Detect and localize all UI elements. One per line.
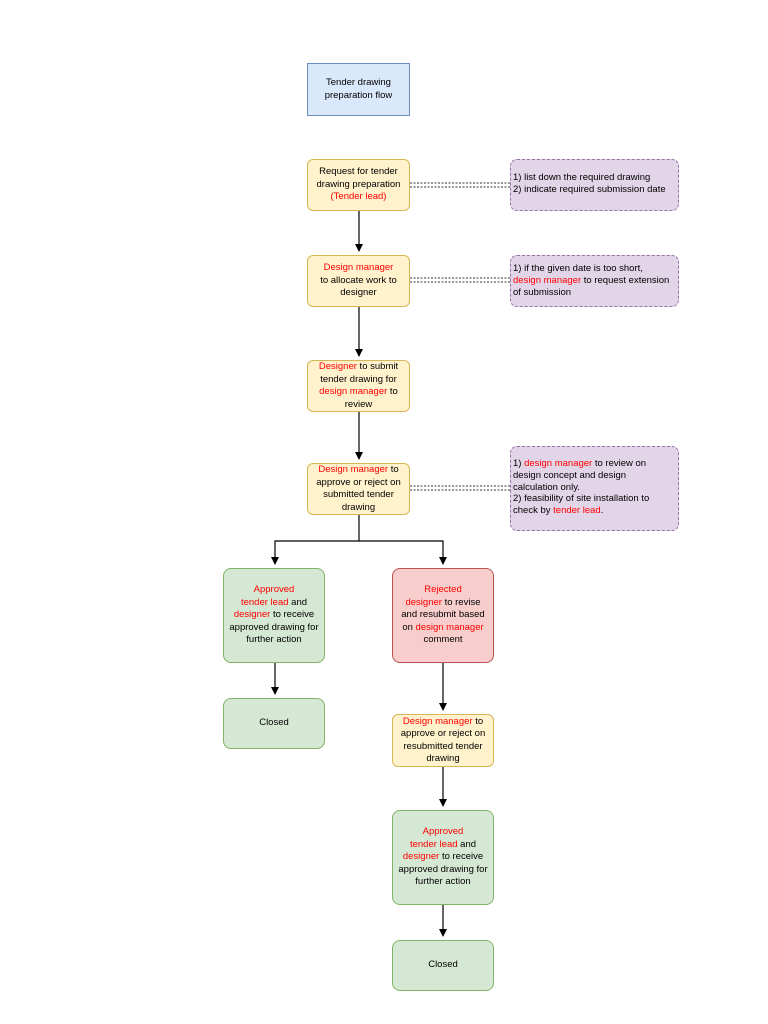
role-highlight: designer <box>405 596 442 608</box>
closed-label: Closed <box>428 959 458 971</box>
note-text: 2) feasibility of site installation to <box>513 493 650 505</box>
step-text: drawing preparation <box>316 178 401 190</box>
step-text: on <box>402 621 416 633</box>
step-text: drawing <box>341 501 376 513</box>
role-highlight: design manager <box>513 274 582 286</box>
note-text: 1) <box>513 458 525 469</box>
role-highlight: design manager <box>319 386 388 397</box>
branch-connector-right <box>359 540 447 565</box>
note-text: 1) list down the required drawing <box>513 172 651 183</box>
step-text: further action <box>415 876 471 888</box>
role-highlight: designer <box>233 609 271 621</box>
step-text: further action <box>246 634 302 646</box>
step-text: to <box>388 464 399 475</box>
note-text: . <box>600 505 604 517</box>
note-text: 2) indicate required submission date <box>513 183 666 195</box>
step-text: resubmitted tender <box>403 740 483 752</box>
step-text: to receive <box>439 851 484 863</box>
step-text: and resubmit based <box>401 609 485 621</box>
role-highlight: tender lead <box>553 505 601 517</box>
step-text: approved drawing for <box>229 621 319 633</box>
note-text: to request extension <box>581 274 670 286</box>
role-highlight: tender lead <box>240 596 289 608</box>
note-text: calculation only. <box>513 481 580 493</box>
step-text: to <box>387 386 398 397</box>
title-line: preparation flow <box>324 89 393 101</box>
role-highlight: Design manager <box>318 464 389 475</box>
step-text: submitted tender <box>323 489 394 500</box>
step-text: to revise <box>441 596 481 608</box>
closed-label: Closed <box>259 717 289 729</box>
note-text: of submission <box>513 286 572 298</box>
step-text: designer <box>340 287 377 299</box>
role-highlight: Design manager <box>323 262 394 274</box>
step-text: approved drawing for <box>398 863 488 875</box>
role-highlight: design manager <box>415 621 484 633</box>
role-highlight: Design manager <box>402 715 473 727</box>
closed-node: Closed <box>223 698 325 749</box>
role-highlight: (Tender lead) <box>330 191 387 203</box>
step-text: to <box>472 715 484 727</box>
role-highlight: Rejected <box>424 584 462 596</box>
role-highlight: Designer <box>318 361 357 372</box>
step-text: to allocate work to <box>320 274 397 286</box>
step-text: tender drawing for <box>320 373 397 385</box>
note-text: check by <box>513 505 554 517</box>
role-highlight: Approved <box>253 584 295 596</box>
step-text: comment <box>423 634 463 646</box>
step-text: drawing <box>426 753 460 764</box>
step-text: Request for tender <box>319 166 398 178</box>
closed-node-2: Closed <box>392 940 494 991</box>
note-review-scope: 1) design manager to review on design co… <box>510 446 679 531</box>
step-text: to submit <box>356 361 399 372</box>
step-text: to receive <box>270 609 315 621</box>
title-line: Tender drawing <box>326 77 391 88</box>
role-highlight: design manager <box>524 458 593 469</box>
step-text: approve or reject on <box>400 728 486 739</box>
note-text: to review on <box>592 458 647 469</box>
note-text: 1) if the given date is too short, <box>513 263 643 274</box>
note-text: design concept and design <box>513 469 627 481</box>
note-request-details: 1) list down the required drawing 2) ind… <box>510 159 679 211</box>
branch-connector <box>271 515 360 565</box>
role-highlight: Approved <box>422 826 464 838</box>
step-text: approve or reject on <box>316 476 401 488</box>
note-extension: 1) if the given date is too short, desig… <box>510 255 679 307</box>
role-highlight: designer <box>402 851 440 863</box>
step-text: review <box>344 398 373 410</box>
step-text: and <box>288 596 308 608</box>
role-highlight: tender lead <box>409 838 458 850</box>
step-text: and <box>457 838 477 850</box>
